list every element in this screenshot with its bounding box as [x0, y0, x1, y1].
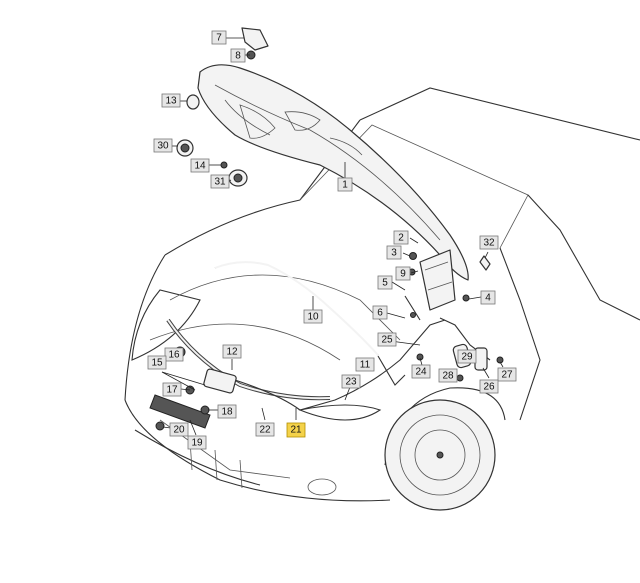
loose-parts	[176, 27, 491, 276]
callout-2-label: 2	[398, 233, 404, 244]
callout-21[interactable]: 21	[286, 422, 306, 438]
callout-20: 20	[169, 422, 189, 437]
gas-strut	[404, 295, 421, 321]
callout-8: 8	[230, 48, 246, 63]
lock-carrier-seal	[166, 318, 331, 401]
callout-16: 16	[164, 347, 184, 362]
callout-5-label: 5	[382, 278, 388, 289]
callout-19-label: 19	[191, 438, 203, 449]
callout-9: 9	[395, 266, 411, 281]
callout-14-label: 14	[194, 161, 206, 172]
callout-27-label: 27	[501, 370, 513, 381]
callout-6-label: 6	[377, 308, 383, 319]
callout-30-label: 30	[157, 141, 169, 152]
callout-3-label: 3	[391, 248, 397, 259]
callout-6: 6	[372, 305, 388, 320]
callout-1: 1	[337, 177, 353, 192]
callout-24: 24	[411, 364, 431, 379]
callout-22: 22	[255, 422, 275, 437]
callout-2: 2	[393, 230, 409, 245]
callout-31-label: 31	[214, 177, 226, 188]
hood	[197, 64, 469, 281]
callout-15: 15	[147, 355, 167, 370]
callout-17: 17	[162, 382, 182, 397]
callout-27: 27	[497, 367, 517, 382]
callout-29-label: 29	[461, 352, 473, 363]
callout-30: 30	[153, 138, 173, 153]
callout-8-label: 8	[235, 51, 241, 62]
callout-24-label: 24	[415, 367, 427, 378]
callout-26-label: 26	[483, 382, 495, 393]
callout-32: 32	[479, 235, 499, 250]
callout-16-label: 16	[168, 350, 180, 361]
callout-10-label: 10	[307, 312, 319, 323]
callout-11-label: 11	[360, 360, 371, 371]
callout-4: 4	[480, 290, 496, 305]
callout-4-label: 4	[485, 293, 491, 304]
callout-1-label: 1	[342, 180, 348, 191]
callout-7-label: 7	[216, 33, 222, 44]
strut-bolt	[410, 312, 416, 318]
callout-14: 14	[190, 158, 210, 173]
callout-18-label: 18	[221, 407, 233, 418]
callout-10: 10	[303, 309, 323, 324]
hood-lock	[149, 346, 237, 431]
callout-29: 29	[457, 349, 477, 364]
callout-17-label: 17	[166, 385, 178, 396]
callout-21-label: 21	[290, 425, 302, 436]
callout-23-label: 23	[345, 377, 357, 388]
callout-7: 7	[211, 30, 227, 45]
callout-3: 3	[386, 245, 402, 260]
callout-25: 25	[377, 332, 397, 347]
callout-28: 28	[438, 368, 458, 383]
callout-11: 11	[355, 357, 375, 372]
callout-13-label: 13	[165, 96, 177, 107]
callout-19: 19	[187, 435, 207, 450]
callout-12: 12	[222, 344, 242, 359]
callout-26: 26	[479, 379, 499, 394]
callout-22-label: 22	[259, 425, 271, 436]
callout-31: 31	[210, 174, 230, 189]
callout-32-label: 32	[483, 238, 495, 249]
front-wheel	[384, 387, 506, 511]
callout-28-label: 28	[442, 371, 454, 382]
callout-23: 23	[341, 374, 361, 389]
callout-20-label: 20	[173, 425, 185, 436]
callout-9-label: 9	[400, 269, 406, 280]
hood-hinge	[419, 249, 456, 311]
callout-13: 13	[161, 93, 181, 108]
callout-18: 18	[217, 404, 237, 419]
callout-5: 5	[377, 275, 393, 290]
hood-seal	[214, 261, 379, 356]
callout-12-label: 12	[226, 347, 238, 358]
callout-25-label: 25	[381, 335, 393, 346]
callout-15-label: 15	[151, 358, 163, 369]
